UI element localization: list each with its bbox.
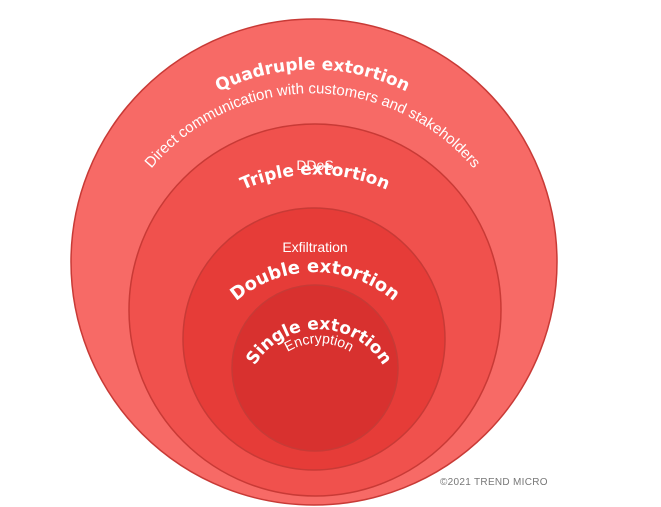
double-extortion-subtitle: Exfiltration	[282, 239, 347, 255]
triple-extortion-subtitle: DDoS	[296, 157, 333, 173]
copyright-notice: ©2021 TREND MICRO	[440, 477, 548, 488]
single-extortion-circle	[231, 284, 399, 452]
